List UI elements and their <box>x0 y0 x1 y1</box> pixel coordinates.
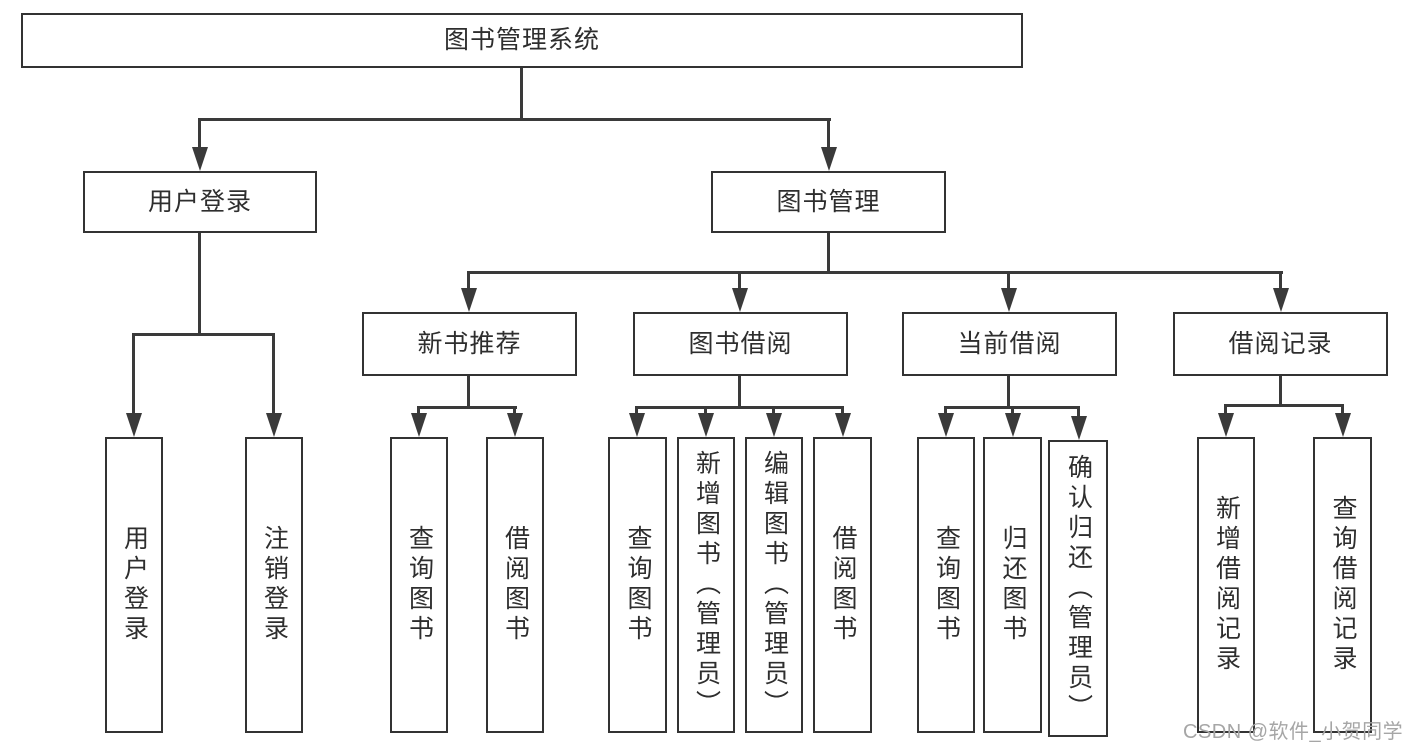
edge-to-leaf-user-login <box>132 333 135 414</box>
arrow-down-icon <box>1005 413 1021 437</box>
edge-to-bb-query <box>635 406 638 416</box>
edge-book-borrow-stem <box>738 376 741 409</box>
edge-to-current-borrow <box>1007 271 1010 290</box>
arrow-down-icon <box>938 413 954 437</box>
edge-user-login-branch <box>132 333 275 336</box>
node-user-login: 用户登录 <box>83 171 317 233</box>
edge-borrow-records-branch <box>1224 404 1344 407</box>
edge-root-branch <box>198 118 831 121</box>
arrow-down-icon <box>1001 288 1017 312</box>
edge-to-cb-query <box>944 406 947 416</box>
csdn-watermark: CSDN @软件_小贺同学 <box>1183 721 1404 743</box>
edge-new-book-rec-stem <box>467 376 470 409</box>
edge-to-nb-borrow <box>513 406 516 416</box>
leaf-cb-return-books: 归还图书 <box>983 437 1042 733</box>
leaf-br-add-record: 新增借阅记录 <box>1197 437 1255 733</box>
edge-to-book-borrow <box>738 271 741 290</box>
edge-book-mgmt-branch <box>467 271 1283 274</box>
edge-to-cb-confirm <box>1077 406 1080 418</box>
leaf-nb-query-books: 查询图书 <box>390 437 448 733</box>
edge-to-br-add <box>1224 404 1227 416</box>
leaf-bb-borrow-books: 借阅图书 <box>813 437 872 733</box>
arrow-down-icon <box>1335 413 1351 437</box>
arrow-down-icon <box>821 147 837 171</box>
arrow-down-icon <box>1273 288 1289 312</box>
arrow-down-icon <box>698 413 714 437</box>
edge-to-borrow-records <box>1279 271 1282 290</box>
leaf-user-login: 用户登录 <box>105 437 163 733</box>
edge-to-leaf-logout <box>272 333 275 414</box>
edge-to-new-book-rec <box>467 271 470 290</box>
arrow-down-icon <box>266 413 282 437</box>
node-borrow-records: 借阅记录 <box>1173 312 1388 376</box>
edge-book-borrow-branch <box>635 406 844 409</box>
arrow-down-icon <box>1218 413 1234 437</box>
node-new-book-rec: 新书推荐 <box>362 312 577 376</box>
arrow-down-icon <box>766 413 782 437</box>
edge-to-book-mgmt <box>827 118 830 149</box>
arrow-down-icon <box>629 413 645 437</box>
edge-to-cb-return <box>1011 406 1014 416</box>
edge-current-borrow-stem <box>1007 376 1010 409</box>
leaf-cb-confirm-return-admin: 确认归还（管理员） <box>1048 440 1108 737</box>
arrow-down-icon <box>507 413 523 437</box>
edge-to-bb-edit <box>772 406 775 416</box>
edge-new-book-rec-branch <box>417 406 517 409</box>
edge-book-mgmt-stem <box>827 233 830 274</box>
arrow-down-icon <box>461 288 477 312</box>
edge-user-login-stem <box>198 233 201 335</box>
edge-borrow-records-stem <box>1279 376 1282 407</box>
leaf-nb-borrow-books: 借阅图书 <box>486 437 544 733</box>
node-book-borrow: 图书借阅 <box>633 312 848 376</box>
leaf-bb-add-books-admin: 新增图书（管理员） <box>677 437 735 733</box>
edge-to-br-query <box>1341 404 1344 416</box>
edge-root-stem <box>520 68 523 120</box>
leaf-bb-query-books: 查询图书 <box>608 437 667 733</box>
leaf-logout: 注销登录 <box>245 437 303 733</box>
edge-to-bb-add <box>704 406 707 416</box>
edge-to-user-login <box>198 118 201 149</box>
node-root: 图书管理系统 <box>21 13 1023 68</box>
leaf-cb-query-books: 查询图书 <box>917 437 975 733</box>
node-current-borrow: 当前借阅 <box>902 312 1117 376</box>
leaf-br-query-record: 查询借阅记录 <box>1313 437 1372 733</box>
arrow-down-icon <box>835 413 851 437</box>
arrow-down-icon <box>1071 416 1087 440</box>
edge-to-bb-borrow <box>841 406 844 416</box>
arrow-down-icon <box>411 413 427 437</box>
edge-to-nb-query <box>417 406 420 416</box>
leaf-bb-edit-books-admin: 编辑图书（管理员） <box>745 437 803 733</box>
arrow-down-icon <box>192 147 208 171</box>
node-book-mgmt: 图书管理 <box>711 171 946 233</box>
arrow-down-icon <box>732 288 748 312</box>
arrow-down-icon <box>126 413 142 437</box>
